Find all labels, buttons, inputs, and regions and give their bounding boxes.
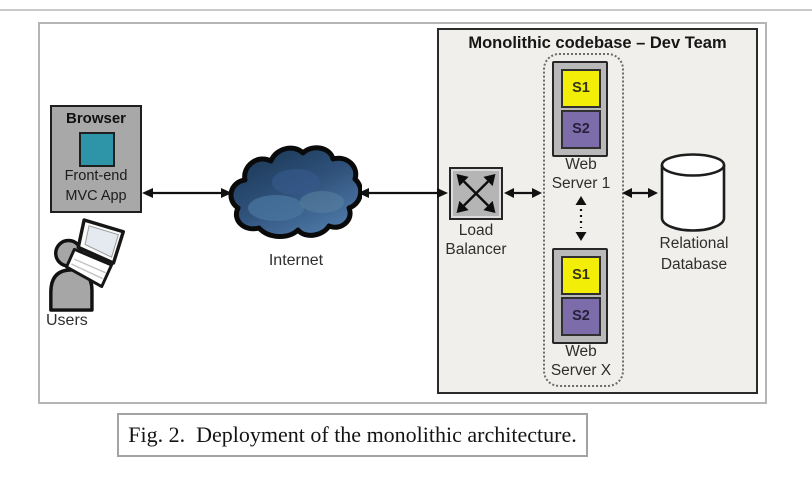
internet-label: Internet [268, 252, 324, 269]
load-balancer-label-line2: Balancer [445, 241, 507, 258]
service-s2-box: S2 [561, 297, 601, 336]
webserver-scale-group [543, 53, 624, 387]
web-server-1-box: S1 S2 [552, 61, 608, 157]
top-rule-divider [0, 9, 812, 11]
web-server-x-label: Web Server X [535, 342, 627, 380]
database-label: Relational Database [644, 233, 744, 275]
service-s2-label: S2 [572, 308, 590, 324]
monolith-title: Monolithic codebase – Dev Team [468, 34, 727, 52]
internet-cloud-icon [228, 145, 362, 239]
service-s2-label: S2 [572, 121, 590, 137]
service-s1-label: S1 [572, 80, 590, 96]
load-balancer-icon [456, 174, 496, 213]
web-server-x-box: S1 S2 [552, 248, 608, 344]
database-label-line2: Database [660, 256, 728, 273]
database-cylinder-icon [660, 153, 726, 232]
web-server-x-label-line1: Web [565, 343, 597, 360]
service-s2-box: S2 [561, 110, 601, 149]
users-icon [49, 218, 126, 312]
load-balancer-label: Load Balancer [426, 221, 526, 259]
service-s1-label: S1 [572, 267, 590, 283]
load-balancer-label-line1: Load [458, 222, 494, 239]
browser-title: Browser [65, 110, 127, 127]
database-label-line1: Relational [659, 235, 729, 252]
web-server-1-label: Web Server 1 [535, 155, 627, 193]
figure-caption: Fig. 2. Deployment of the monolithic arc… [128, 422, 577, 447]
browser-subtitle-line2: MVC App [65, 188, 127, 204]
browser-subtitle-line1: Front-end [64, 168, 128, 184]
service-s1-box: S1 [561, 256, 601, 295]
web-server-x-label-line2: Server X [550, 362, 612, 379]
load-balancer-box [449, 167, 503, 220]
browser-panel: Browser Front-end MVC App [50, 105, 142, 213]
service-s1-box: S1 [561, 69, 601, 108]
web-server-1-label-line1: Web [565, 156, 597, 173]
users-label: Users [46, 312, 88, 329]
web-server-1-label-line2: Server 1 [551, 175, 611, 192]
browser-app-icon [79, 132, 115, 167]
figure-caption-box: Fig. 2. Deployment of the monolithic arc… [117, 413, 588, 457]
